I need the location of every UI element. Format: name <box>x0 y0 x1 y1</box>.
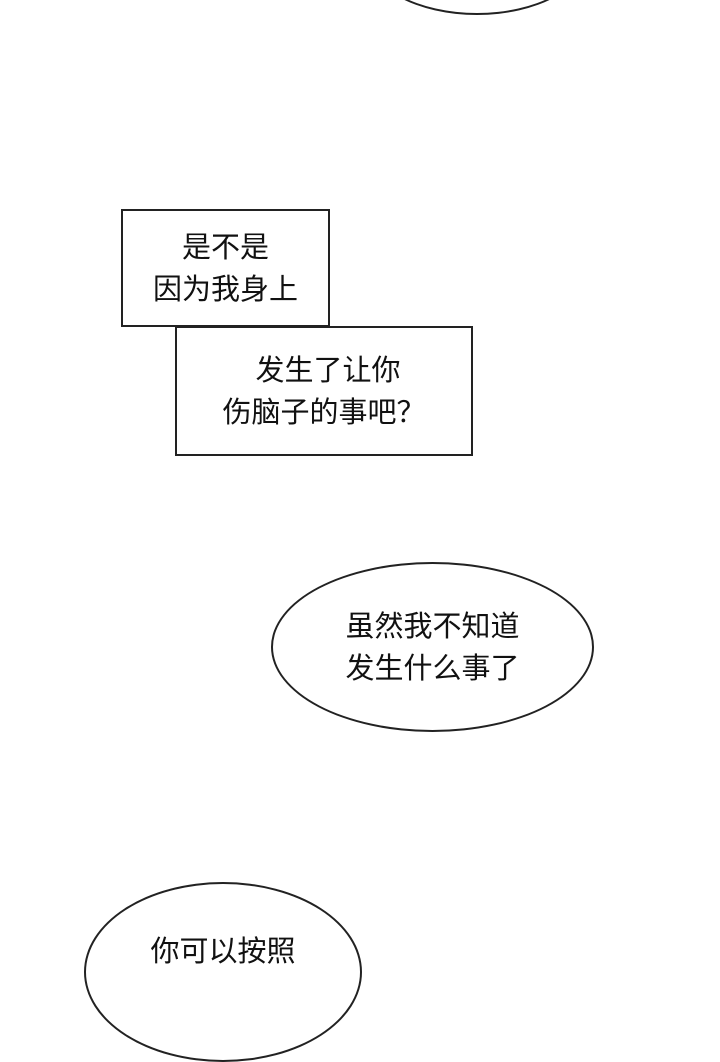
narration-box-1: 是不是 因为我身上 <box>121 209 330 327</box>
speech-bubble-top <box>367 0 587 15</box>
speech-line: 你可以按照 <box>150 934 296 968</box>
speech-line: 虽然我不知道 <box>345 609 520 643</box>
speech-bubble-2: 你可以按照 <box>84 882 362 1062</box>
speech-bubble-1: 虽然我不知道 发生什么事了 <box>271 562 594 732</box>
speech-line: 发生什么事了 <box>345 651 520 685</box>
narration-line: 发生了让你 <box>255 353 401 387</box>
narration-line: 是不是 <box>181 230 269 264</box>
narration-box-2: 发生了让你 伤脑子的事吧？ <box>175 326 473 456</box>
narration-line: 因为我身上 <box>152 272 298 306</box>
narration-line: 伤脑子的事吧？ <box>222 395 426 429</box>
